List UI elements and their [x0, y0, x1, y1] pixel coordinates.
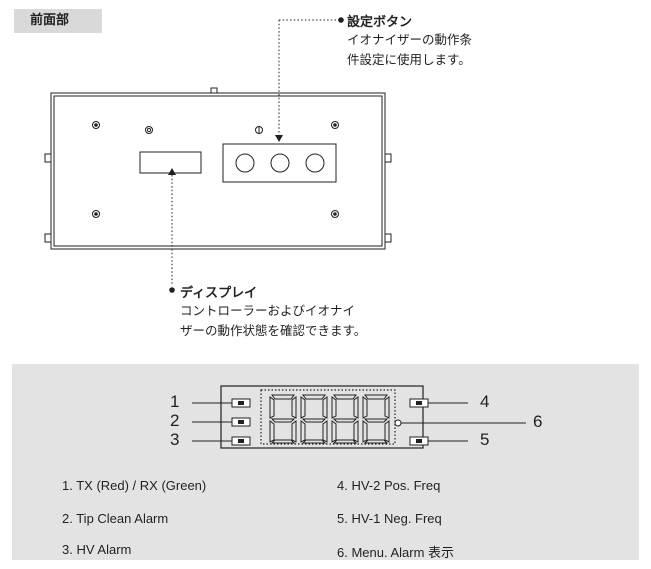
screw-icon — [145, 126, 153, 134]
callout-number-1: 1 — [170, 392, 180, 411]
screw-icon — [255, 126, 263, 134]
callout-number-2: 2 — [170, 411, 180, 430]
callout-number-5: 5 — [480, 430, 490, 449]
display-detail-diagram — [192, 385, 526, 449]
callout-number-3: 3 — [170, 430, 180, 449]
display-window — [139, 151, 202, 174]
button-left — [235, 153, 255, 173]
legend-item-3: 3. HV Alarm — [62, 542, 132, 557]
legend-item-5: 5. HV-1 Neg. Freq — [337, 511, 442, 526]
section-tag: 前面部 — [14, 9, 102, 33]
settings-buttons — [222, 143, 337, 183]
display-leader — [168, 168, 176, 293]
callout-number-4: 4 — [480, 392, 490, 411]
screw-icon — [92, 210, 100, 218]
button-middle — [270, 153, 290, 173]
legend-item-1: 1. TX (Red) / RX (Green) — [62, 478, 207, 493]
legend-item-4: 4. HV-2 Pos. Freq — [337, 478, 441, 493]
menu-indicator — [394, 419, 402, 427]
device-body — [44, 87, 392, 250]
legend-panel: 1 2 3 4 5 6 1. TX (Red) / RX (Green) 2. … — [12, 364, 639, 560]
legend-item-6: 6. Menu. Alarm 表示 — [337, 545, 455, 560]
screw-icon — [92, 121, 100, 129]
seven-segment-digits — [269, 394, 390, 444]
callout-number-6: 6 — [533, 412, 543, 431]
screws — [92, 121, 339, 218]
display-desc: コントローラーおよびイオナイ ザーの動作状態を確認できます。 — [180, 303, 367, 338]
settings-button-title: 設定ボタン — [347, 15, 413, 30]
legend-item-2: 2. Tip Clean Alarm — [62, 511, 169, 526]
screw-icon — [331, 210, 339, 218]
settings-leader — [275, 17, 344, 142]
display-title: ディスプレイ — [180, 286, 258, 301]
screw-icon — [331, 121, 339, 129]
button-right — [305, 153, 325, 173]
settings-button-desc: イオナイザーの動作条 件設定に使用します。 — [347, 32, 473, 67]
